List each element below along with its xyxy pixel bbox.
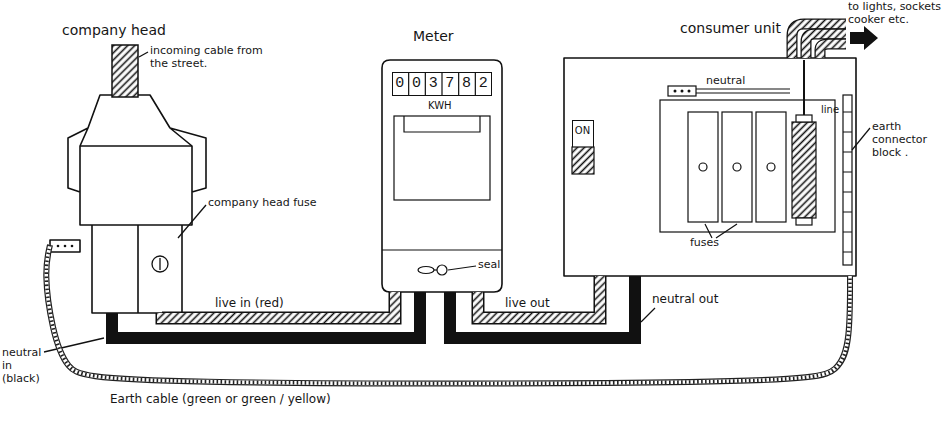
- cable-label: live out: [505, 296, 550, 310]
- consumer-unit-outline: [564, 58, 856, 276]
- cable-core: [46, 245, 850, 384]
- direction-arrow: [850, 26, 878, 50]
- terminal-dot: [64, 245, 67, 248]
- leader-line: [178, 205, 206, 238]
- seal-screw: [437, 265, 447, 275]
- neutral-bar: [668, 86, 696, 96]
- cable-sheath: [46, 245, 850, 384]
- company-head-details: [44, 45, 206, 352]
- meter-details: [382, 72, 502, 275]
- cable-sheath: [792, 24, 846, 58]
- incoming-cable: [112, 45, 138, 97]
- cable-sheath: [162, 292, 395, 318]
- line-wire: [803, 60, 805, 115]
- neutral-wire: [696, 89, 790, 93]
- fuse-carrier: [756, 112, 786, 222]
- node-outline: [378, 28, 508, 292]
- cable-sheath: [806, 34, 846, 58]
- component-heading: Meter: [413, 28, 454, 45]
- electricity-meter: MeterKWH 003782: [378, 28, 508, 292]
- fuse-indicator: [767, 163, 775, 171]
- fuse-screw: [152, 256, 168, 272]
- destination-note: to lights, sockets cooker etc.: [848, 0, 951, 26]
- cable-label: Earth cable (green or green / yellow): [110, 392, 331, 406]
- leader-line: [448, 266, 476, 270]
- electricity-meter-outline: [382, 60, 502, 292]
- cable-label: live in (red): [215, 296, 284, 310]
- switch-label: ON: [573, 125, 592, 137]
- cable-hatching: [806, 34, 846, 58]
- leader-line: [44, 338, 104, 352]
- outgoing-cables: [792, 24, 878, 58]
- component-heading: company head: [62, 22, 166, 39]
- component-heading: consumer unit: [680, 20, 781, 37]
- callout-label: company head fuse: [208, 196, 317, 209]
- terminal-dot: [688, 90, 691, 93]
- fuse-carrier: [722, 112, 752, 222]
- terminal-dot: [681, 90, 684, 93]
- callout-label: neutral: [706, 74, 745, 87]
- terminal-dot: [674, 90, 677, 93]
- company-head-outline: [50, 95, 206, 313]
- cable-sheath: [820, 44, 846, 58]
- fuse-terminal: [796, 115, 812, 122]
- body-seam: [80, 145, 192, 146]
- fuse-carrier: [688, 112, 718, 222]
- cable-hatching: [820, 44, 846, 58]
- fuse-carrier-open: [792, 122, 816, 218]
- meter-reading: 003782: [395, 75, 495, 93]
- neutral-cable: [112, 292, 420, 338]
- neutral-cable: [450, 276, 635, 338]
- cable-hatching: [792, 24, 846, 58]
- fuse-board: [660, 100, 835, 232]
- callout-label: fuses: [690, 236, 719, 249]
- cable-sheath: [478, 276, 600, 318]
- switch-toggle: [572, 147, 594, 174]
- unit-label: KWH: [428, 100, 452, 112]
- cable-sheath: [450, 276, 635, 338]
- leader-line: [139, 52, 148, 57]
- callout-label: line: [821, 104, 839, 116]
- live-cable: [162, 292, 395, 318]
- cable-hatching: [162, 292, 395, 318]
- meter-register-step: [404, 116, 480, 132]
- terminal-dot: [71, 245, 74, 248]
- fuse-screw-slot: [159, 258, 160, 270]
- cable-sheath: [112, 292, 420, 338]
- cable-braid: [46, 245, 850, 384]
- cable-label: neutral in (black): [2, 346, 48, 386]
- leader-line: [641, 308, 655, 322]
- leader-line: [705, 224, 737, 238]
- cable-hatching: [478, 276, 600, 318]
- fuse-terminal: [796, 218, 812, 225]
- live-cable: [478, 276, 600, 318]
- callout-label: incoming cable from the street.: [150, 44, 270, 70]
- fuse-indicator: [699, 163, 707, 171]
- cable-label: neutral out: [652, 292, 718, 306]
- node-outline: [382, 60, 502, 292]
- terminal-cover: [382, 249, 502, 250]
- callout-label: seal: [478, 258, 500, 271]
- leader-line: [852, 128, 870, 150]
- seal-wire: [418, 267, 434, 274]
- digit-dividers: [409, 72, 476, 96]
- fuse-indicator: [733, 163, 741, 171]
- terminal-dot: [57, 245, 60, 248]
- callout-label: earth connector block .: [872, 120, 948, 160]
- meter-register-panel: [394, 116, 490, 200]
- node-outline: [50, 95, 206, 313]
- earth-connector-block: [843, 95, 852, 265]
- node-outline: [564, 58, 856, 276]
- earth-terminals: [843, 112, 852, 252]
- earth-cable: [46, 245, 850, 384]
- consumer-unit-details: [572, 60, 870, 322]
